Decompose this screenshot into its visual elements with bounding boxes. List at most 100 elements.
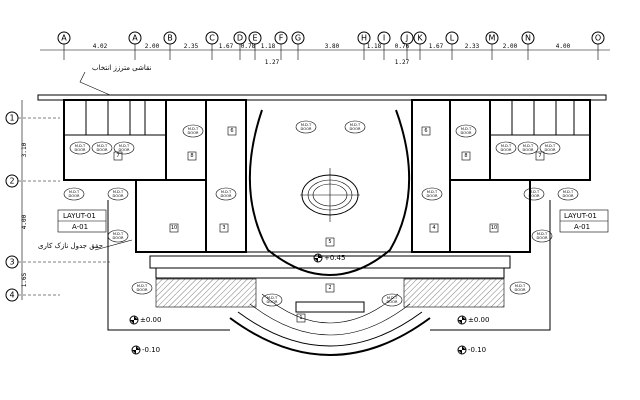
grid-row-1: 1 [5,111,60,125]
base-platform [107,200,551,356]
grid-col-14: M [485,31,499,60]
svg-text:5: 5 [328,239,331,245]
svg-text:M.D.T: M.D.T [301,123,312,127]
grid-col-5: D [233,31,247,60]
room-number: 4 [429,223,439,233]
svg-text:-0.10: -0.10 [142,346,160,354]
central-hall [248,109,411,276]
top-dim: 0.78 [241,43,256,50]
svg-text:M.D.T: M.D.T [545,144,556,148]
grid-row-2: 2 [5,174,60,188]
svg-text:DOOR: DOOR [563,194,574,198]
grid-col-15: N [521,31,535,60]
svg-text:6: 6 [424,128,427,134]
svg-text:L: L [450,34,455,43]
grid-col-6: E [248,31,262,60]
room-number: 3 [219,223,229,233]
left-dim-1: 3.10 [21,142,28,157]
top-dim: 2.35 [184,43,199,50]
svg-text:DOOR: DOOR [97,148,108,152]
svg-text:I: I [383,34,385,43]
svg-text:M.D.T: M.D.T [97,144,108,148]
level-right-low: -0.10 [457,345,486,355]
left-dim-3: 1.65 [21,272,28,287]
top-dim: 3.80 [325,43,340,50]
svg-text:M.D.T: M.D.T [461,127,472,131]
svg-text:M.D.T: M.D.T [523,144,534,148]
grid-col-12: K [413,31,427,60]
grid-col-11: J [400,31,414,60]
room-number: 10 [169,223,179,233]
svg-text:LAYUT-01: LAYUT-01 [564,212,597,220]
grid-col-16: O [591,31,605,60]
svg-text:DOOR: DOOR [137,288,148,292]
svg-text:4: 4 [432,225,435,231]
svg-text:DOOR: DOOR [69,194,80,198]
grid-col-2: A [128,31,142,60]
svg-text:DOOR: DOOR [461,131,472,135]
grid-col-8: G [291,31,305,60]
svg-text:DOOR: DOOR [537,236,548,240]
svg-text:M.D.T: M.D.T [188,127,199,131]
svg-text:1: 1 [299,315,302,321]
svg-text:M.D.T: M.D.T [69,190,80,194]
svg-text:M.D.T: M.D.T [113,232,124,236]
svg-text:M.D.T: M.D.T [119,144,130,148]
svg-text:M.D.T: M.D.T [75,144,86,148]
svg-text:10: 10 [171,225,177,231]
room-number: 6 [227,126,237,136]
svg-text:DOOR: DOOR [267,300,278,304]
level-center: +0.45 [313,253,345,263]
svg-text:DOOR: DOOR [523,148,534,152]
svg-text:C: C [209,34,215,43]
svg-text:DOOR: DOOR [75,148,86,152]
top-dim: 1.18 [261,43,276,50]
room-number: 7 [535,151,545,161]
layout-tag-left: LAYUT-01 A-01 [57,209,107,233]
svg-text:O: O [595,34,601,43]
svg-text:±0.00: ±0.00 [140,316,161,324]
svg-text:A-01: A-01 [574,223,590,231]
room-number: 7 [113,151,123,161]
room-number: 8 [461,151,471,161]
svg-text:1: 1 [9,114,14,123]
room-number: 6 [421,126,431,136]
svg-text:2: 2 [9,177,14,186]
svg-text:8: 8 [190,153,193,159]
svg-text:8: 8 [464,153,467,159]
layout-tag-right: LAYUT-01 A-01 [559,209,609,233]
grid-col-10: I [377,31,391,60]
top-dim: 2.00 [145,43,160,50]
svg-text:A: A [61,34,67,43]
svg-text:J: J [405,34,408,43]
svg-text:N: N [525,34,531,43]
svg-text:M.D.T: M.D.T [537,232,548,236]
grid-row-3: 3 [5,255,110,269]
svg-text:M.D.T: M.D.T [427,190,438,194]
room-number: 8 [187,151,197,161]
svg-text:+0.45: +0.45 [324,254,345,262]
svg-text:M.D.T: M.D.T [387,296,398,300]
svg-text:DOOR: DOOR [515,288,526,292]
svg-text:2: 2 [328,285,331,291]
note-top: نقاشی مترزز انتخاب [92,64,152,72]
svg-text:DOOR: DOOR [119,148,130,152]
svg-text:DOOR: DOOR [221,194,232,198]
svg-text:-0.10: -0.10 [468,346,486,354]
grid-col-3: B [163,31,177,60]
